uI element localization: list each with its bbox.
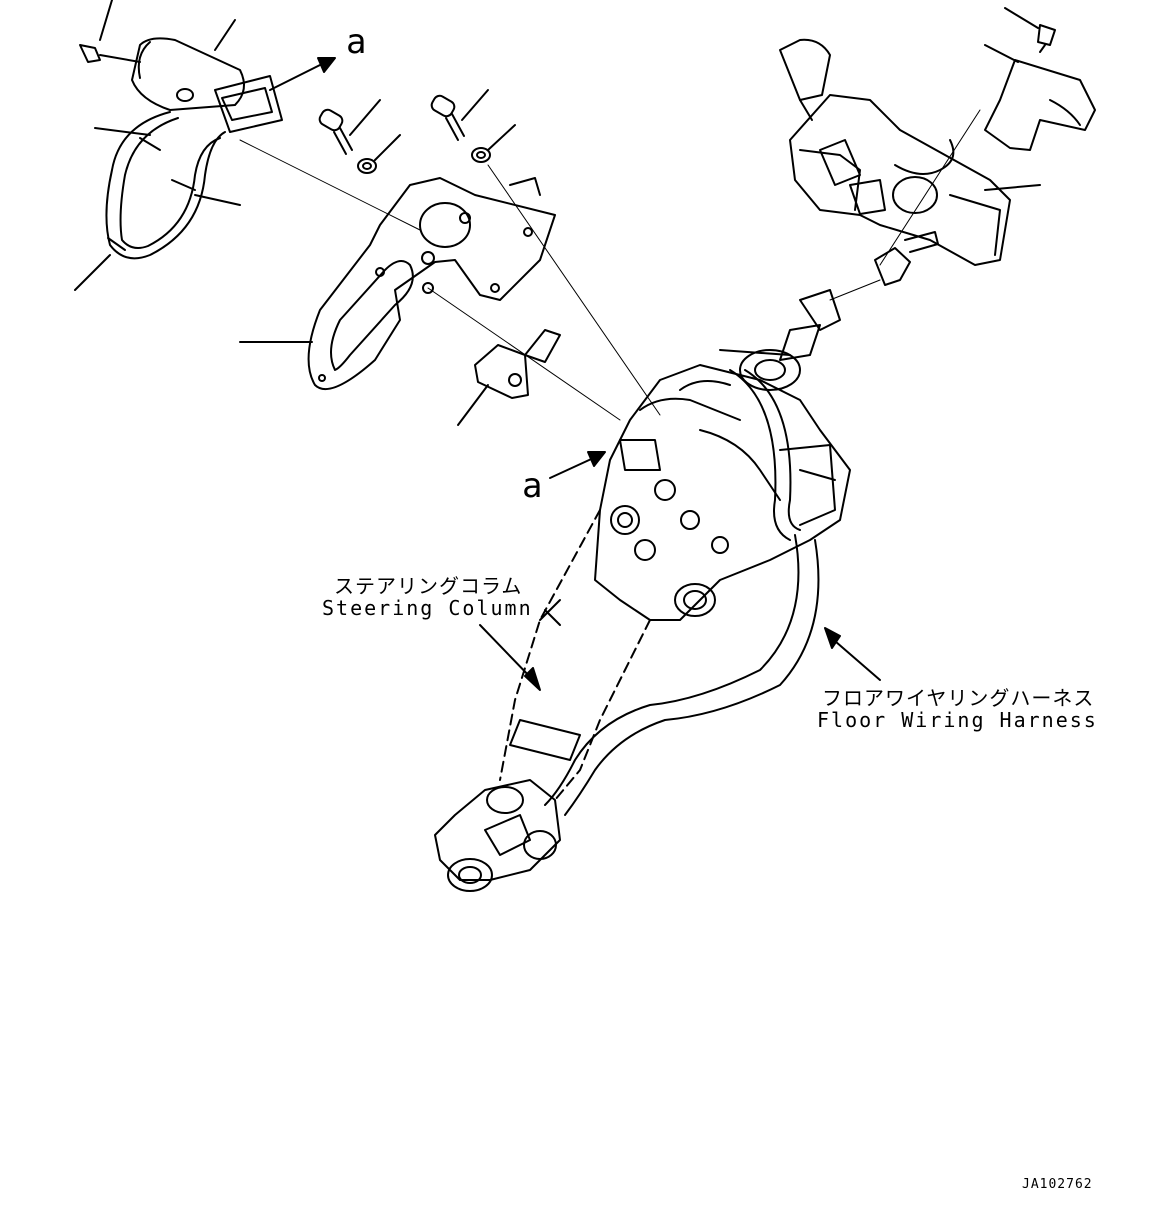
reference-arrow-a-mid — [549, 451, 606, 479]
alignment-lines — [239, 109, 981, 421]
floor-harness-label-en: Floor Wiring Harness — [817, 708, 1098, 732]
key-switch-harness-part — [74, 0, 283, 291]
steering-column-label-jp: ステアリングコラム — [334, 574, 523, 598]
connector-bracket — [457, 329, 561, 426]
reference-arrow-a-top — [269, 57, 336, 91]
steering-column-label-en: Steering Column — [322, 596, 533, 620]
label-leaders — [479, 624, 881, 691]
bolts-and-washers — [318, 89, 516, 174]
mounting-bracket — [239, 177, 556, 390]
drawing-number: JA102762 — [1022, 1177, 1093, 1192]
reference-a-top-label: a — [346, 22, 367, 62]
combination-switch — [779, 7, 1096, 286]
floor-harness-label-jp: フロアワイヤリングハーネス — [822, 686, 1095, 710]
steering-column-assembly — [434, 289, 851, 892]
reference-a-mid-label: a — [522, 466, 543, 506]
